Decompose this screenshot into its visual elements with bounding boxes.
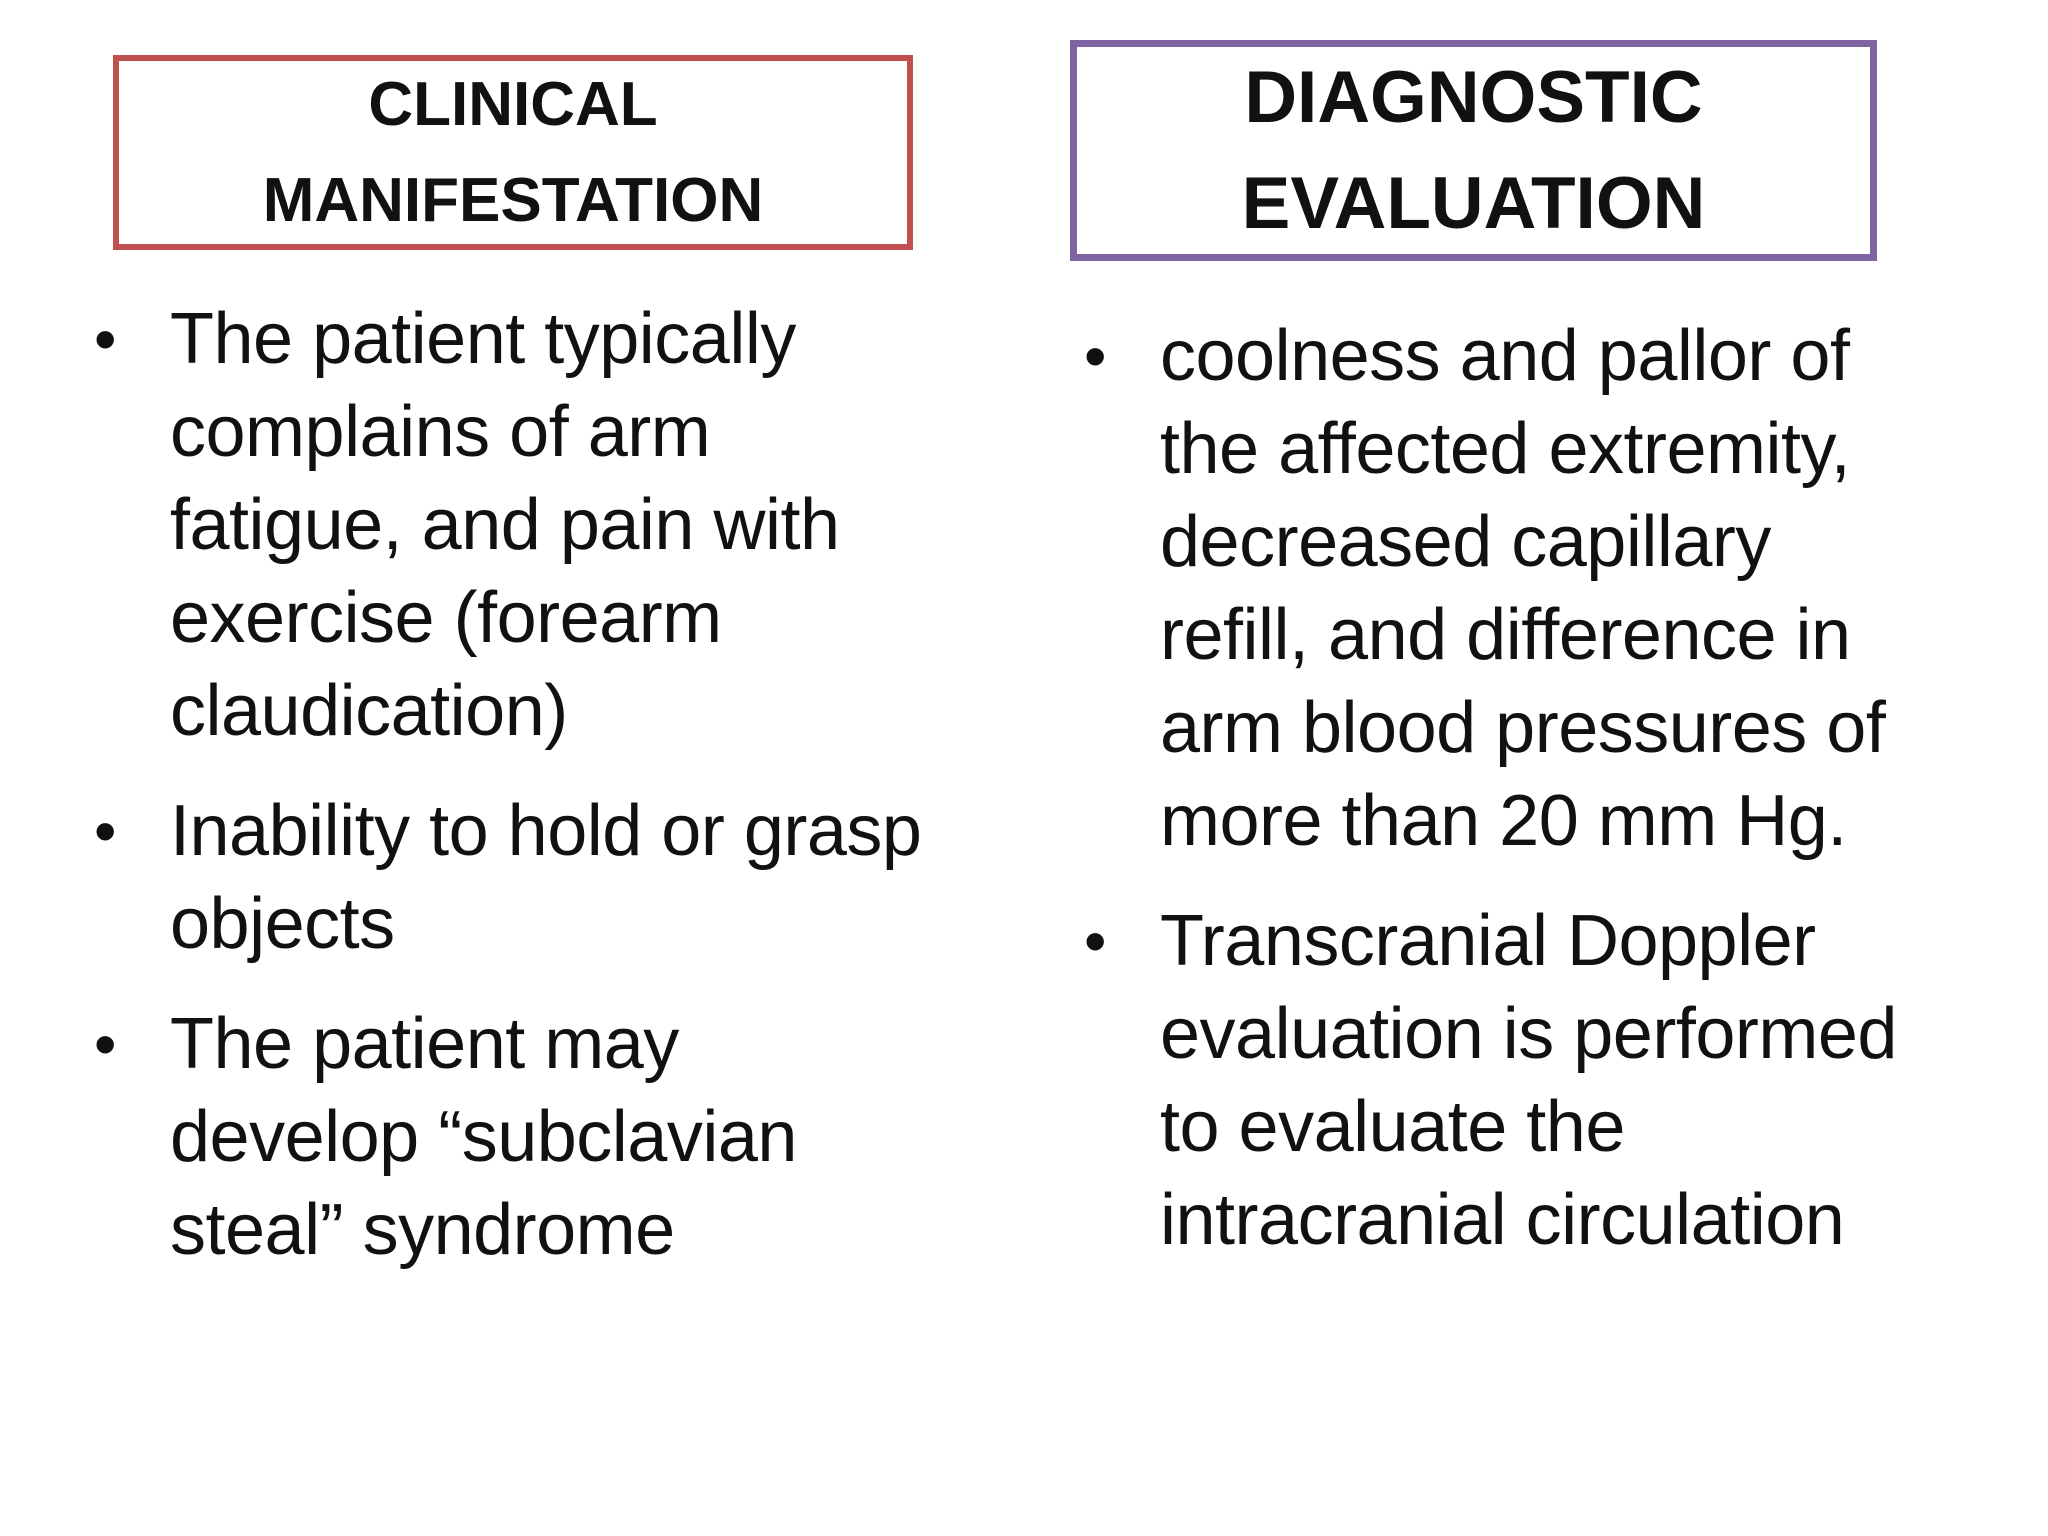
bullet-icon: • xyxy=(1084,905,1106,977)
bullet-icon: • xyxy=(1084,320,1106,392)
bullet-item: • coolness and pallor of the affected ex… xyxy=(1065,310,1945,868)
diagnostic-bullet-list: • coolness and pallor of the affected ex… xyxy=(1065,310,1945,1267)
bullet-text: The patient may develop “subclavian stea… xyxy=(170,1004,797,1270)
bullet-icon: • xyxy=(94,303,116,375)
clinical-bullet-list: • The patient typically complains of arm… xyxy=(75,293,975,1277)
bullet-text: Inability to hold or grasp objects xyxy=(170,791,922,964)
bullet-item: • Transcranial Doppler evaluation is per… xyxy=(1065,895,1945,1267)
bullet-text: The patient typically complains of arm f… xyxy=(170,299,840,751)
bullet-item: • The patient typically complains of arm… xyxy=(75,293,975,758)
clinical-manifestation-title: CLINICAL MANIFESTATION xyxy=(262,69,764,235)
bullet-item: • Inability to hold or grasp objects xyxy=(75,785,975,971)
bullet-icon: • xyxy=(94,1008,116,1080)
clinical-manifestation-title-box: CLINICAL MANIFESTATION xyxy=(113,55,913,250)
diagnostic-evaluation-title-box: DIAGNOSTIC EVALUATION xyxy=(1070,40,1877,261)
bullet-item: • The patient may develop “subclavian st… xyxy=(75,998,975,1277)
bullet-icon: • xyxy=(94,795,116,867)
bullet-text: coolness and pallor of the affected extr… xyxy=(1160,316,1886,861)
bullet-text: Transcranial Doppler evaluation is perfo… xyxy=(1160,901,1897,1260)
diagnostic-evaluation-title: DIAGNOSTIC EVALUATION xyxy=(1241,56,1706,244)
